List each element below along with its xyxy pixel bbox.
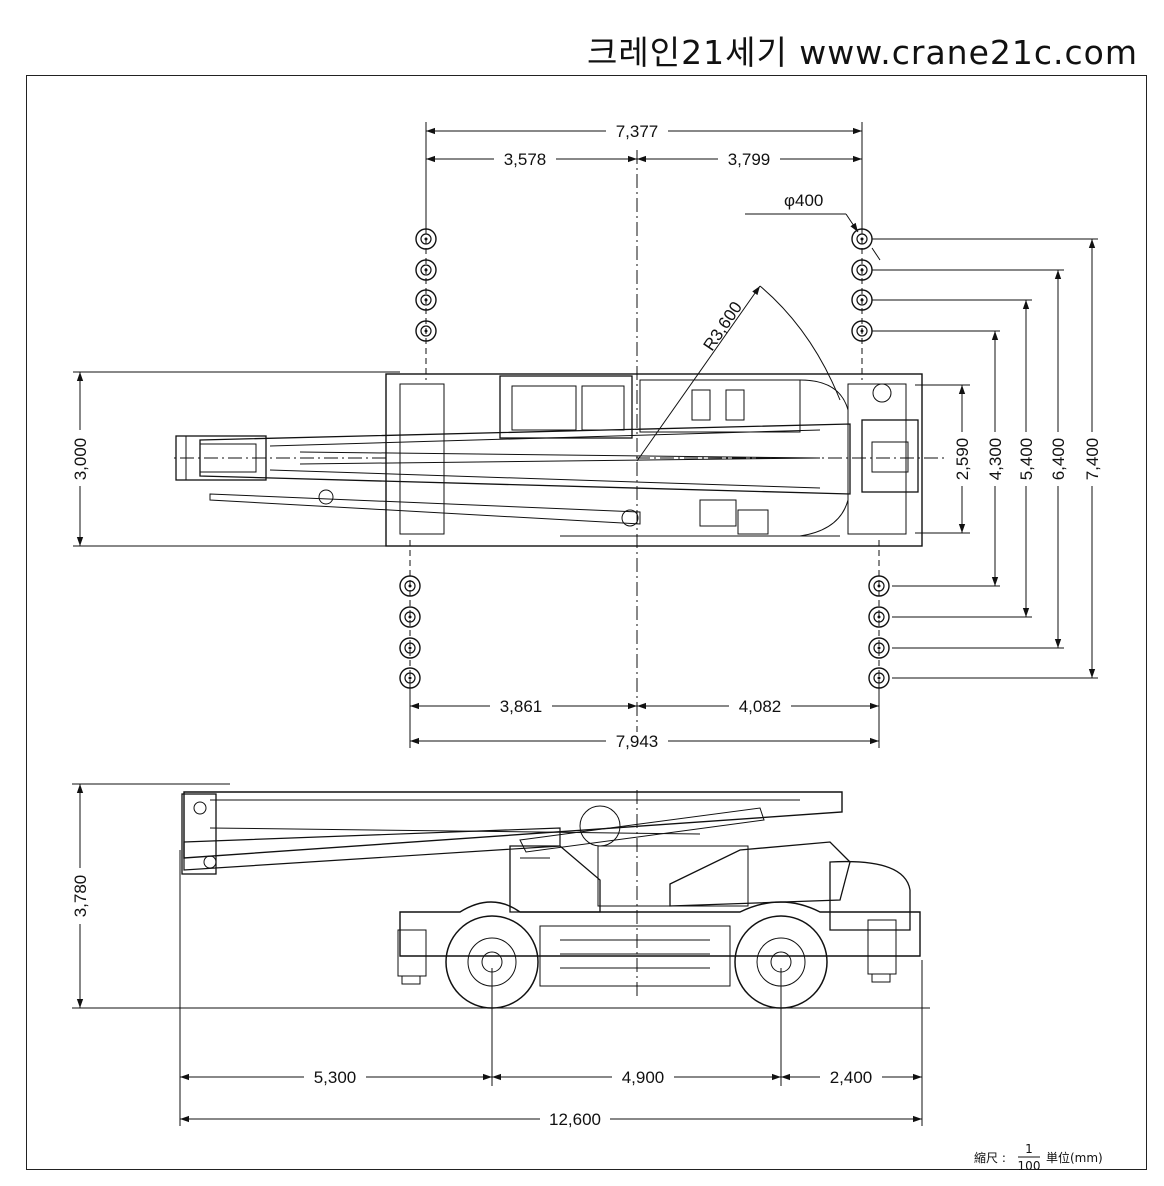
dim-overall-height: 3,780	[71, 875, 90, 918]
scale-denominator: 100	[1018, 1159, 1041, 1173]
dim-right-4300: 4,300	[986, 438, 1005, 481]
dim-overall-outrigger-top: 7,377	[616, 122, 659, 141]
dim-front-overhang: 5,300	[314, 1068, 357, 1087]
dim-right-7400: 7,400	[1083, 438, 1102, 481]
dim-bottom-right: 4,082	[739, 697, 782, 716]
outrigger-pads-top-right	[851, 228, 873, 342]
scale-label: 縮尺 :	[974, 1150, 1006, 1165]
unit-label: 単位(mm)	[1046, 1150, 1103, 1165]
scale-numerator: 1	[1025, 1142, 1033, 1156]
dim-overall-outrigger-bottom: 7,943	[616, 732, 659, 751]
dim-right-5400: 5,400	[1017, 438, 1036, 481]
dim-pad-diameter: φ400	[784, 191, 823, 210]
dim-rear-overhang: 2,400	[830, 1068, 873, 1087]
dim-overall-length: 12,600	[549, 1110, 601, 1129]
drawing-frame	[26, 75, 1147, 1170]
dim-right-2590: 2,590	[953, 438, 972, 481]
dim-top-right: 3,799	[728, 150, 771, 169]
dim-wheelbase: 4,900	[622, 1068, 665, 1087]
outrigger-pads-top-left	[415, 228, 437, 342]
dim-right-6400: 6,400	[1049, 438, 1068, 481]
dim-overall-width: 3,000	[71, 438, 90, 481]
dim-top-left: 3,578	[504, 150, 547, 169]
dim-swing-radius: R3,600	[700, 298, 746, 354]
site-header: 크레인21세기 www.crane21c.com	[587, 33, 1138, 72]
dim-bottom-left: 3,861	[500, 697, 543, 716]
